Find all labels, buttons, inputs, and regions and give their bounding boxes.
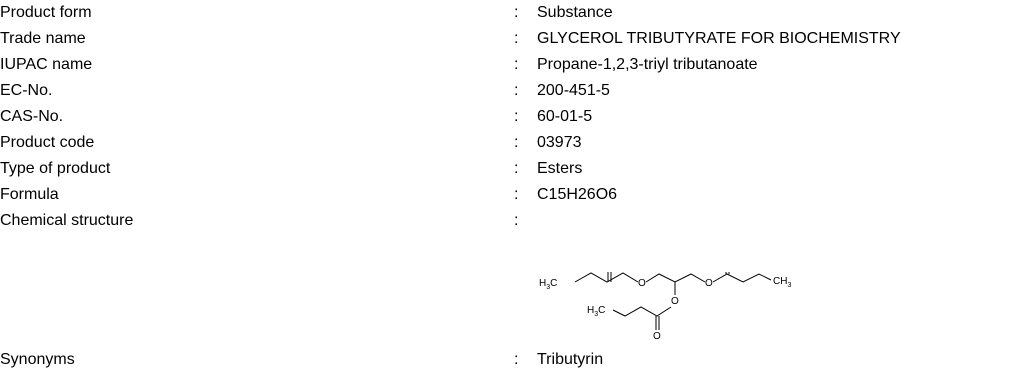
row-type-of-product: Type of product : Esters [0,158,1027,180]
atom-o-middle-carbonyl: O [653,331,661,342]
field-label: Product code [0,134,95,151]
bond-left-chain [574,272,639,283]
field-label: CAS-No. [0,108,64,125]
group-h3c-middle: H3C [587,305,605,318]
field-value: Substance [537,4,613,21]
atom-o-left-ester: O [638,278,646,289]
row-formula: Formula : C15H26O6 [0,184,1027,206]
field-label: EC-No. [0,82,53,99]
field-separator: : [514,212,519,229]
bond-right-chain [712,273,772,283]
row-ec-no: EC-No. : 200-451-5 [0,80,1027,102]
field-label: Formula [0,186,59,203]
field-separator: : [514,351,519,368]
row-product-form: Product form : Substance [0,2,1027,24]
field-label: IUPAC name [0,56,93,73]
field-value: C15H26O6 [537,186,618,203]
atom-o-middle-ester: O [671,296,679,307]
field-value: 60-01-5 [537,108,593,125]
field-separator: : [514,160,519,177]
bond-glycerol-backbone [645,273,706,283]
field-value: Esters [537,160,583,177]
field-value: Propane-1,2,3-triyl tributanoate [537,56,758,73]
group-h3c-left: H3C [539,278,557,291]
field-label: Synonyms [0,351,75,368]
field-separator: : [514,108,519,125]
field-separator: : [514,56,519,73]
row-synonyms: Synonyms : Tributyrin [0,349,1027,371]
field-separator: : [514,186,519,203]
field-label: Chemical structure [0,212,134,229]
field-label: Product form [0,4,92,21]
row-iupac-name: IUPAC name : Propane-1,2,3-triyl tributa… [0,54,1027,76]
field-separator: : [514,82,519,99]
row-cas-no: CAS-No. : 60-01-5 [0,106,1027,128]
bond-middle-chain [612,306,672,317]
field-value: GLYCEROL TRIBUTYRATE FOR BIOCHEMISTRY [537,30,901,47]
field-separator: : [514,134,519,151]
field-separator: : [514,4,519,21]
field-label: Trade name [0,30,86,47]
atom-o-right-ester: O [705,278,713,289]
group-ch3-right: CH3 [773,276,791,289]
field-value: 200-451-5 [537,82,610,99]
row-trade-name: Trade name : GLYCEROL TRIBUTYRATE FOR BI… [0,28,1027,50]
field-label: Type of product [0,160,111,177]
structure-atoms: O O O O O O H3C CH3 H3C [539,248,791,342]
row-product-code: Product code : 03973 [0,132,1027,154]
field-separator: : [514,30,519,47]
field-value: 03973 [537,134,582,151]
field-value: Tributyrin [537,351,604,368]
row-chemical-structure: Chemical structure : [0,210,1027,232]
